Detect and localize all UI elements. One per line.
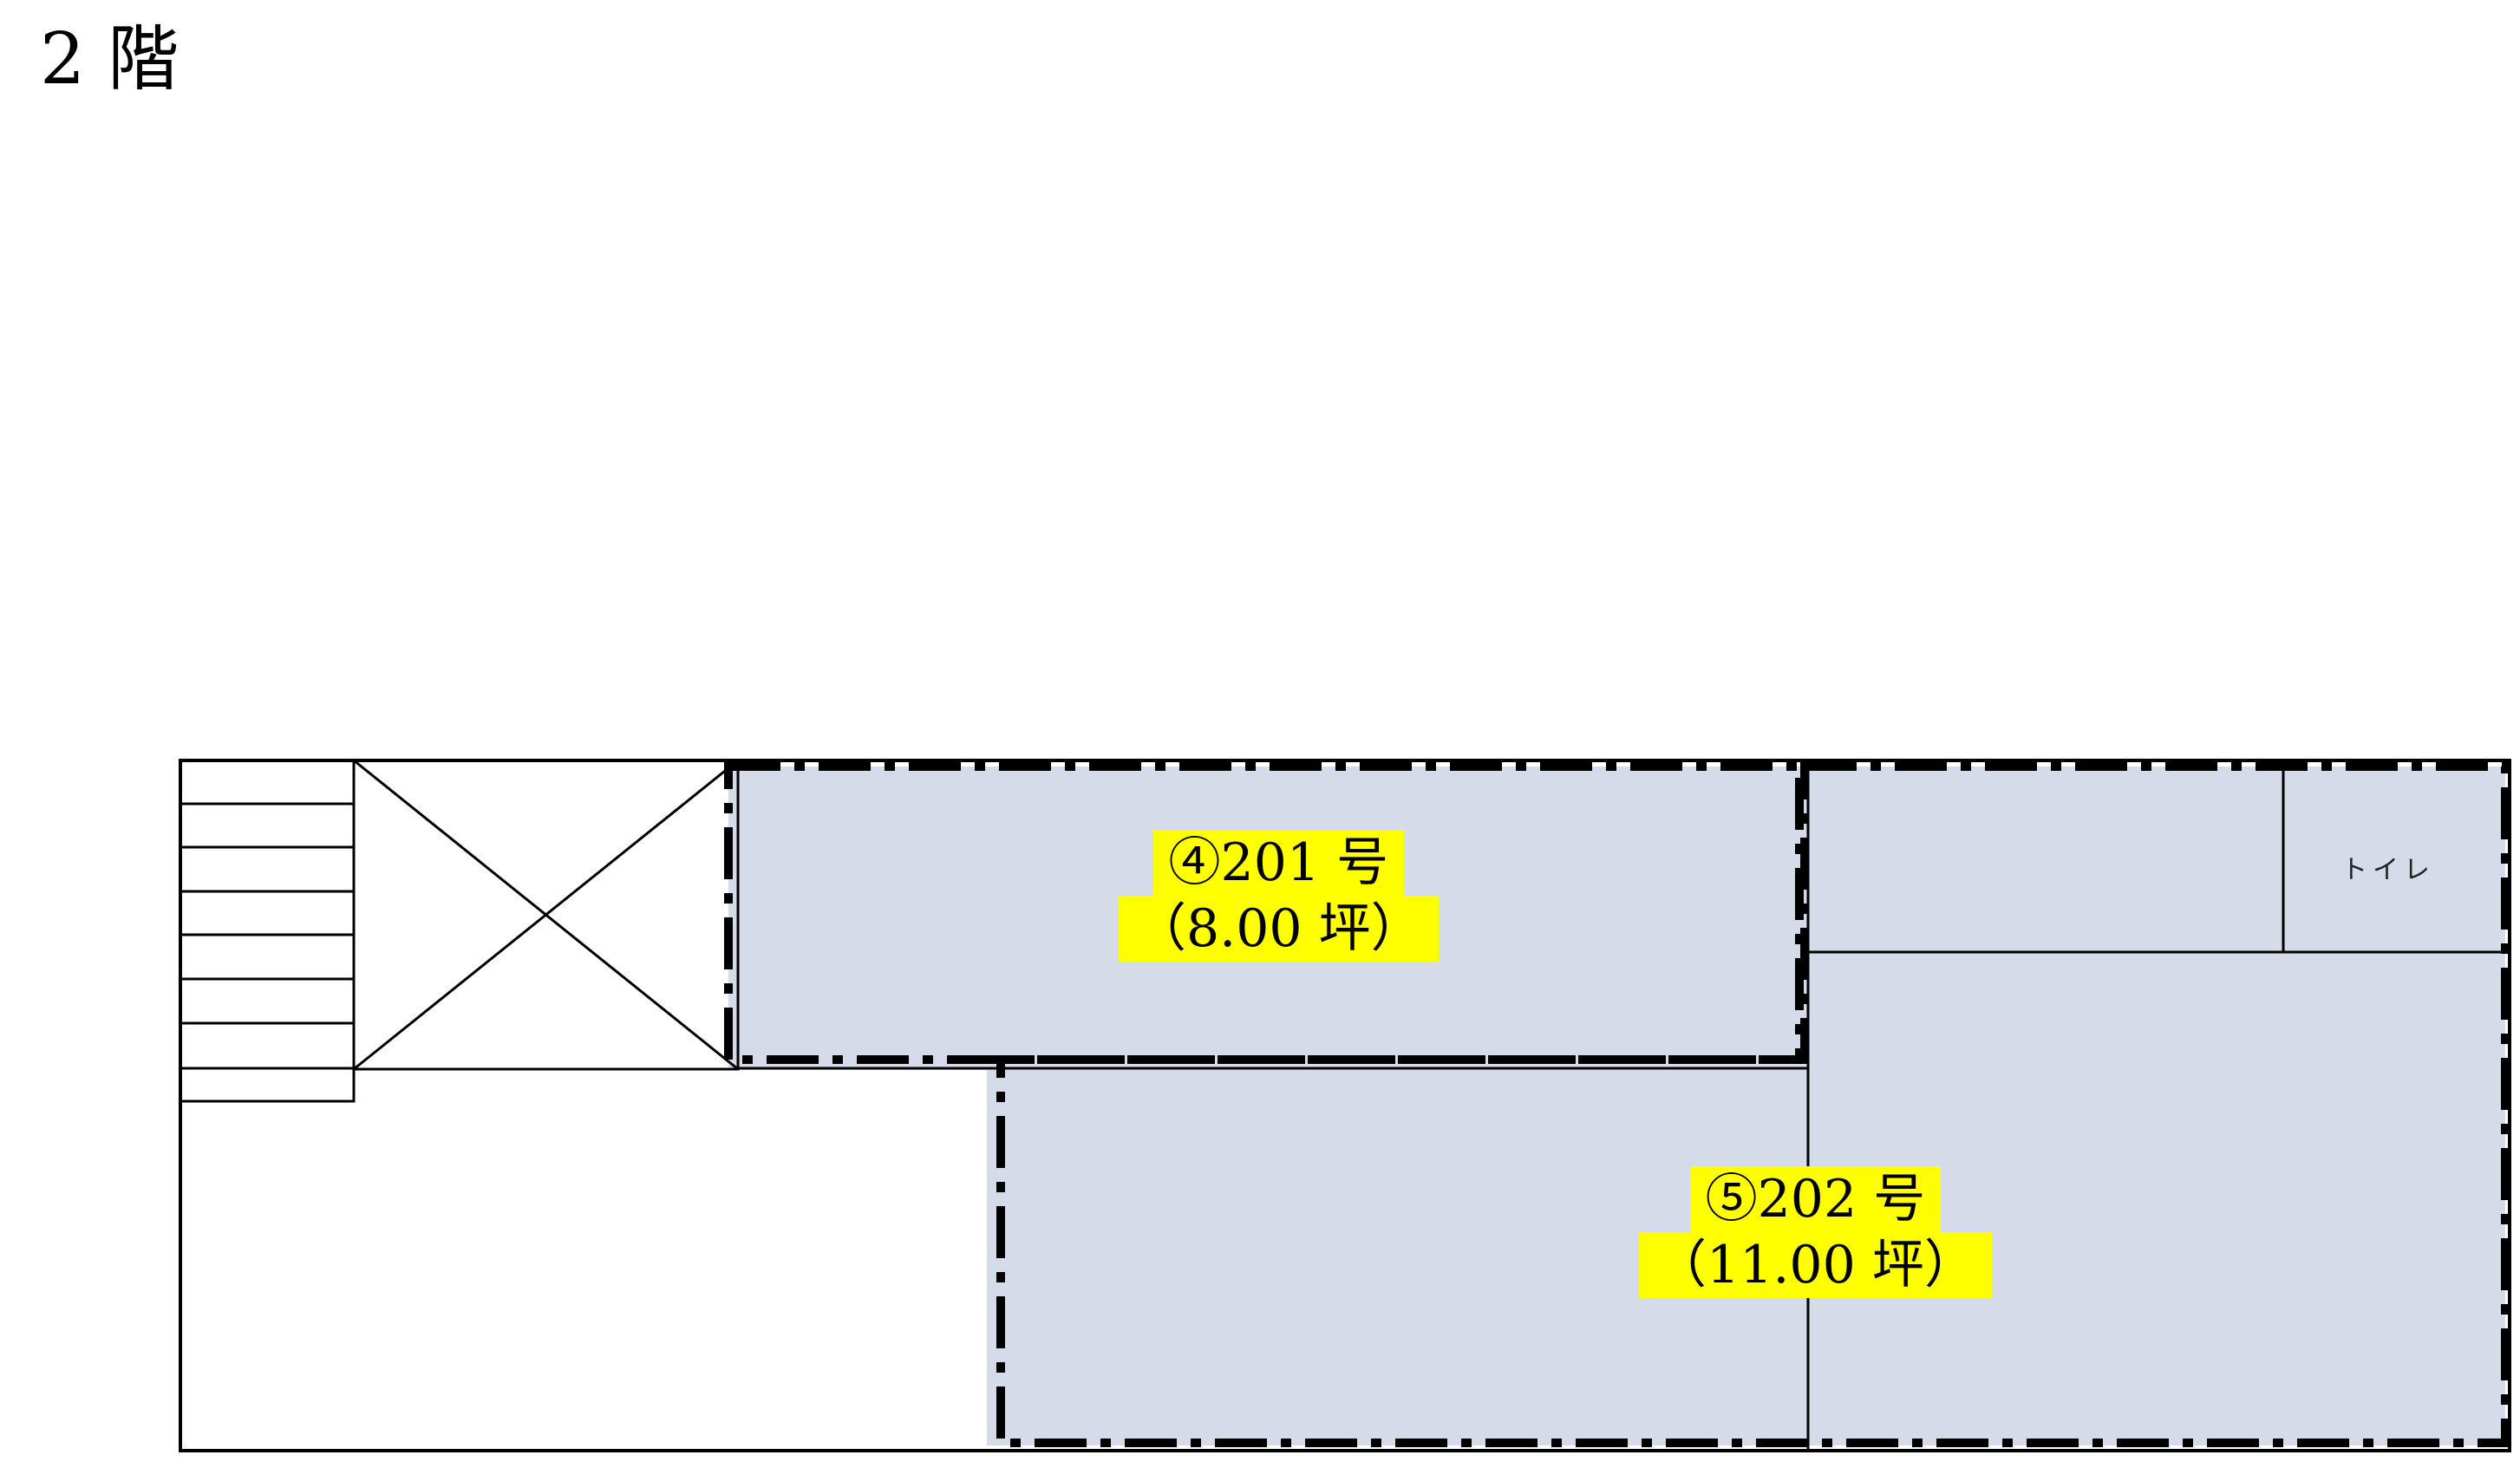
unit-202-label: ⑤202 号 （11.00 坪）: [1639, 1166, 1992, 1298]
unit-202-number: ⑤202 号: [1689, 1166, 1942, 1232]
void-area: [352, 759, 740, 1071]
unit-202-area-text: （11.00 坪）: [1639, 1232, 1992, 1298]
unit-fill-layer: [728, 767, 2505, 1445]
unit-201-label: ④201 号 （8.00 坪）: [1119, 830, 1439, 962]
toilet-label: トイレ: [2341, 855, 2435, 885]
unit-201-number: ④201 号: [1152, 830, 1405, 896]
unit-202-upper-area: [1805, 767, 2505, 1070]
unit-boundaries: [724, 762, 2510, 1447]
unit-202-boundary: [996, 762, 2510, 1447]
floor-title: 2 階: [40, 18, 180, 101]
unit-201-area-text: （8.00 坪）: [1119, 896, 1439, 962]
staircase: [179, 759, 356, 1103]
